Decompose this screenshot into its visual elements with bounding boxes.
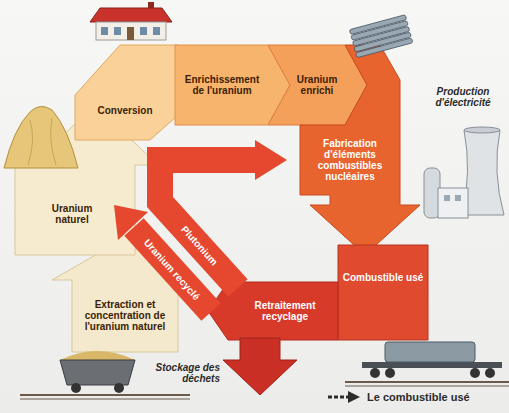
power-plant: [424, 127, 504, 218]
step-text: Uranium naturel: [36, 203, 108, 225]
natural-uranium-step: Uranium naturel: [36, 203, 108, 225]
step-text: Combustible usé: [342, 272, 424, 283]
recycled-uranium-arrowhead: [114, 205, 148, 240]
conversion-arrow: [75, 45, 178, 140]
legend-sample: [326, 390, 362, 404]
fabrication-step: Fabrication d'éléments combustibles nucl…: [303, 138, 397, 183]
conversion-step: Conversion: [93, 105, 157, 116]
step-text: Extraction et concentration de l'uranium…: [75, 299, 175, 333]
ore-pile-shade: [28, 118, 56, 165]
reprocessing-step: Retraitement recyclage: [239, 300, 331, 322]
plutonium-flow: Plutonium: [178, 223, 219, 267]
legend-text: Le combustible usé: [367, 391, 470, 403]
step-text: Plutonium: [178, 223, 219, 267]
legend-row: Le combustible usé: [326, 390, 470, 404]
ore-pile: [4, 106, 78, 168]
spent-fuel-step: Combustible usé: [342, 272, 424, 283]
enrichment-arrow: [175, 45, 290, 125]
step-text: Fabrication d'éléments combustibles nucl…: [303, 138, 397, 183]
legend-arrowhead: [348, 391, 360, 403]
enrichment-step: Enrichissement de l'uranium: [178, 74, 266, 96]
extraction-step: Extraction et concentration de l'uranium…: [75, 299, 175, 333]
enrichment-plant: [90, 2, 172, 40]
plant-label: Production d'électricité: [421, 86, 505, 108]
legend-dash: [328, 396, 349, 399]
step-text: Retraitement recyclage: [239, 300, 331, 322]
spent-fuel-arrow: [338, 245, 428, 340]
spent-fuel-train: [345, 342, 509, 386]
fuel-rods: [349, 15, 413, 58]
step-text: Enrichissement de l'uranium: [178, 74, 266, 96]
step-text: Uranium enrichi: [290, 74, 344, 96]
storage-arrow: [223, 338, 297, 395]
mine-cart: [20, 351, 190, 399]
step-text: Conversion: [93, 105, 157, 116]
enriched-uranium-step: Uranium enrichi: [290, 74, 344, 96]
plutonium-arrowhead: [255, 140, 287, 180]
storage-label: Stockage des déchets: [146, 362, 220, 384]
